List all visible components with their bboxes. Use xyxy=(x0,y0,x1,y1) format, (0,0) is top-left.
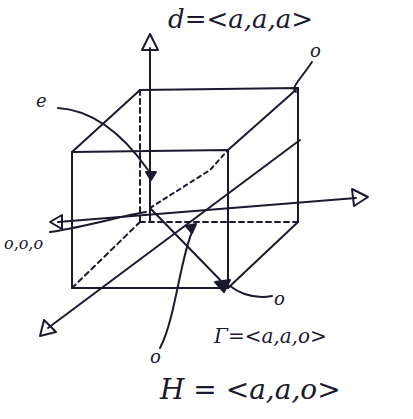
cube-face xyxy=(72,150,228,288)
leader-line xyxy=(230,286,272,297)
leader-line xyxy=(294,62,312,92)
diagonal xyxy=(150,150,228,208)
cube-edge-hidden xyxy=(139,90,141,222)
leader-line xyxy=(50,212,146,232)
leader-line xyxy=(160,232,192,348)
point-label: o xyxy=(150,348,161,366)
diagonal xyxy=(150,208,228,288)
cube-edge xyxy=(140,88,298,222)
arrowhead xyxy=(142,34,158,50)
arrowhead xyxy=(50,215,62,229)
cube-edge xyxy=(228,88,298,150)
point-mark xyxy=(146,172,156,180)
cube-edge-hidden xyxy=(72,222,140,288)
point-label: o xyxy=(274,290,285,308)
point-mark xyxy=(186,224,196,233)
cube-edge xyxy=(228,222,298,288)
leader-line xyxy=(58,108,148,170)
z-axis xyxy=(149,48,151,222)
point-label: e xyxy=(36,92,47,110)
vector-label: H = <a,a,o> xyxy=(160,376,341,404)
point-label: o xyxy=(310,42,321,60)
vector-label: o,o,o xyxy=(4,236,43,252)
arrowhead xyxy=(352,189,368,206)
vector-label: d=<a,a,a> xyxy=(168,6,313,32)
arrowhead xyxy=(40,320,56,336)
vector-label: Γ=<a,a,o> xyxy=(214,326,327,346)
point-mark xyxy=(215,280,230,292)
cube-edge xyxy=(72,90,140,152)
